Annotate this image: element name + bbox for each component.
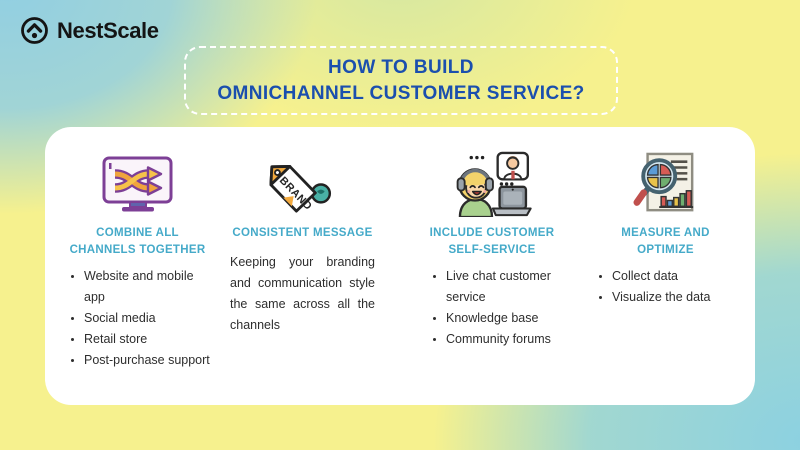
column-heading: INCLUDE CUSTOMER SELF-SERVICE bbox=[429, 227, 555, 256]
column-heading: CONSISTENT MESSAGE bbox=[232, 227, 373, 239]
list-item: Social media bbox=[84, 308, 210, 329]
shuffle-channels-monitor-icon bbox=[100, 152, 176, 216]
column-self-service: INCLUDE CUSTOMER SELF-SERVICE Live chat … bbox=[427, 151, 557, 350]
list-item: Knowledge base bbox=[446, 308, 557, 329]
page-title-line1: HOW TO BUILD bbox=[328, 56, 474, 78]
list-item: Visualize the data bbox=[612, 287, 738, 308]
analytics-magnifier-icon bbox=[631, 152, 701, 216]
nestscale-logo-icon bbox=[20, 16, 49, 45]
message-paragraph: Keeping your branding and communication … bbox=[230, 255, 375, 332]
list-item: Website and mobile app bbox=[84, 266, 210, 308]
column-combine-channels: COMBINE ALL CHANNELS TOGETHER Website an… bbox=[65, 152, 210, 371]
column-measure-optimize: MEASURE AND OPTIMIZE Collect data Visual… bbox=[593, 152, 738, 308]
title-box: HOW TO BUILD OMNICHANNEL CUSTOMER SERVIC… bbox=[184, 46, 618, 115]
column-heading: MEASURE AND OPTIMIZE bbox=[621, 227, 710, 256]
column-heading: COMBINE ALL CHANNELS TOGETHER bbox=[69, 227, 206, 256]
brand-logo: NestScale bbox=[20, 16, 159, 45]
page-title-line2: OMNICHANNEL CUSTOMER SERVICE? bbox=[217, 82, 585, 104]
list-item: Community forums bbox=[446, 329, 557, 350]
measure-list: Collect data Visualize the data bbox=[593, 266, 738, 308]
customer-support-agent-icon bbox=[450, 151, 534, 217]
self-service-list: Live chat customer service Knowledge bas… bbox=[427, 266, 557, 350]
channels-list: Website and mobile app Social media Reta… bbox=[65, 266, 210, 371]
list-item: Collect data bbox=[612, 266, 738, 287]
list-item: Post-purchase support bbox=[84, 350, 210, 371]
brand-tag-icon: BRAND bbox=[267, 152, 339, 216]
content-card: COMBINE ALL CHANNELS TOGETHER Website an… bbox=[45, 127, 755, 405]
list-item: Live chat customer service bbox=[446, 266, 557, 308]
brand-name: NestScale bbox=[57, 17, 159, 43]
list-item: Retail store bbox=[84, 329, 210, 350]
column-consistent-message: BRAND CONSISTENT MESSAGE Keeping your br… bbox=[230, 152, 375, 336]
